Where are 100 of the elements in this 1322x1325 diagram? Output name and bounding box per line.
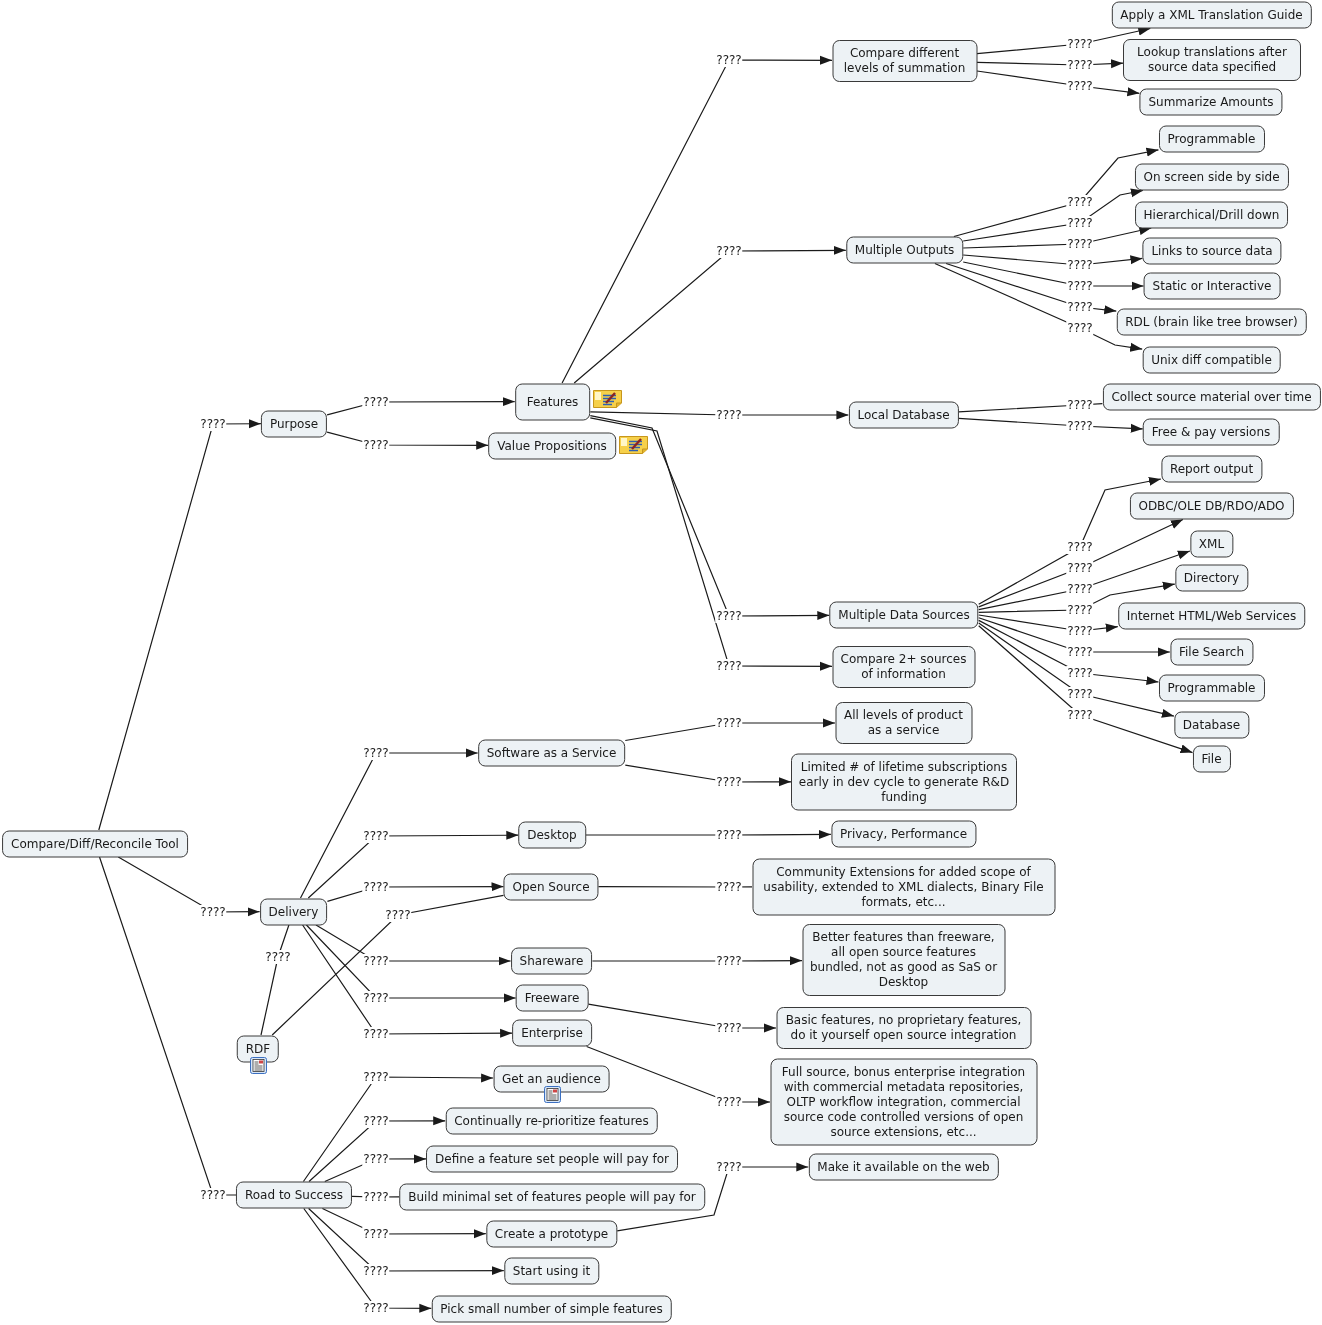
edge-label: ???? bbox=[362, 746, 390, 760]
topic-box bbox=[518, 821, 586, 849]
connector-arrow bbox=[98, 419, 262, 831]
topic-box bbox=[260, 410, 328, 437]
topic-text: File Search bbox=[1178, 644, 1245, 660]
topic-box bbox=[510, 947, 593, 975]
edge-label: ???? bbox=[362, 1027, 390, 1041]
edge-label: ???? bbox=[362, 1301, 390, 1315]
topic-text: Desktop bbox=[527, 827, 577, 843]
topic-box bbox=[1192, 745, 1231, 773]
topic-box bbox=[1158, 125, 1265, 153]
edge-label: ???? bbox=[1066, 687, 1094, 701]
edge-label: ???? bbox=[715, 244, 743, 258]
topic-box bbox=[236, 1035, 280, 1062]
topic-box bbox=[515, 984, 589, 1012]
edge-label: ???? bbox=[264, 950, 292, 964]
connector-arrow bbox=[299, 748, 479, 899]
topic-box bbox=[1158, 674, 1265, 702]
edge-label: ???? bbox=[1066, 58, 1094, 72]
topic-text: Purpose bbox=[269, 416, 319, 431]
topic-box bbox=[1174, 564, 1249, 592]
connector-arrow bbox=[589, 417, 833, 671]
connector-arrow bbox=[561, 55, 833, 384]
topic-text: On screen side by side bbox=[1143, 169, 1280, 185]
topic-text: Static or Interactive bbox=[1152, 278, 1272, 294]
topic-box bbox=[848, 401, 959, 429]
edge-label: ???? bbox=[715, 828, 743, 842]
edge-label: ???? bbox=[362, 880, 390, 894]
topic-box bbox=[1173, 711, 1250, 739]
edge-label: ???? bbox=[1066, 321, 1094, 335]
edge-label: ???? bbox=[1066, 398, 1094, 412]
topic-box bbox=[493, 1065, 610, 1092]
topic-text: Value Propositions bbox=[497, 438, 607, 453]
topic-text: Lookup translations after source data specified bbox=[1136, 44, 1288, 75]
topic-text: Unix diff compatible bbox=[1151, 352, 1272, 367]
central-topic-box bbox=[2, 830, 188, 857]
topic-text: Compare 2+ sources of information bbox=[839, 651, 968, 682]
topic-box bbox=[1134, 201, 1289, 228]
topic-box bbox=[832, 645, 975, 688]
edge-label: ???? bbox=[1066, 603, 1094, 617]
connector-arrow bbox=[305, 924, 517, 1003]
connector-arrow bbox=[302, 924, 513, 1038]
topic-text: Full source, bonus enterprise integration with commercial metadata repositories, OLTP workflow integration, commercial source code controlled versions of open source extensions, etc... bbox=[780, 1064, 1027, 1140]
edge-label: ???? bbox=[715, 954, 743, 968]
topic-text: Define a feature set people will pay for bbox=[435, 1151, 669, 1166]
edge-label: ???? bbox=[715, 408, 743, 422]
connector-arrow bbox=[573, 245, 847, 384]
topic-text: Make it available on the web bbox=[817, 1159, 990, 1175]
topic-box bbox=[235, 1181, 353, 1209]
edge-label: ???? bbox=[1066, 300, 1094, 314]
topic-text: Links to source data bbox=[1151, 243, 1273, 259]
edge-label: ???? bbox=[362, 1264, 390, 1278]
edge-label: ???? bbox=[1066, 540, 1094, 554]
connector-arrow bbox=[585, 829, 832, 839]
topic-text: Open Source bbox=[512, 879, 590, 894]
topic-box bbox=[752, 858, 1055, 915]
edge-label: ???? bbox=[362, 1114, 390, 1128]
edge-label: ???? bbox=[1066, 582, 1094, 596]
topic-box bbox=[802, 924, 1005, 996]
topic-text: Privacy, Performance bbox=[839, 826, 968, 842]
edge-label: ???? bbox=[1066, 419, 1094, 433]
topic-box bbox=[1139, 88, 1283, 116]
connector-arrow bbox=[315, 924, 512, 966]
topic-text: Limited # of lifetime subscriptions early in dev cycle to generate R&D funding bbox=[798, 759, 1010, 804]
topic-text: Create a prototype bbox=[494, 1226, 609, 1241]
topic-text: Database bbox=[1182, 717, 1241, 733]
topic-text: ODBC/OLE DB/RDO/ADO bbox=[1138, 498, 1285, 514]
topic-text: XML bbox=[1198, 536, 1225, 551]
edge-label: ???? bbox=[199, 905, 227, 919]
topic-text: Local Database bbox=[857, 407, 950, 423]
connector-arrow bbox=[308, 1207, 505, 1276]
topic-text: Software as a Service bbox=[486, 745, 617, 761]
topic-box bbox=[808, 1153, 999, 1181]
topic-text: Features bbox=[526, 394, 579, 409]
connector-line bbox=[260, 924, 290, 1036]
edge-label: ???? bbox=[362, 1070, 390, 1084]
topic-text: Hierarchical/Drill down bbox=[1143, 207, 1280, 222]
topic-box bbox=[770, 1058, 1037, 1146]
topic-text: Summarize Amounts bbox=[1148, 94, 1274, 110]
edge-label: ???? bbox=[1066, 708, 1094, 722]
topic-box bbox=[485, 1220, 618, 1247]
connector-arrow bbox=[978, 622, 1175, 718]
topic-box bbox=[503, 873, 599, 900]
topic-text: Shareware bbox=[519, 953, 584, 969]
topic-box bbox=[1169, 638, 1254, 666]
edge-label: ???? bbox=[362, 395, 390, 409]
edge-label: ???? bbox=[199, 1188, 227, 1202]
connector-arrow bbox=[303, 1207, 432, 1313]
topic-text: Programmable bbox=[1167, 131, 1256, 147]
edge-label: ???? bbox=[1066, 561, 1094, 575]
topic-text: Basic features, no proprietary features, do it yourself open source integration bbox=[784, 1013, 1023, 1043]
connector-arrow bbox=[978, 625, 1194, 754]
topic-box bbox=[1142, 418, 1280, 446]
topic-box bbox=[835, 702, 972, 744]
topic-box bbox=[426, 1145, 678, 1172]
topic-text: Free & pay versions bbox=[1151, 424, 1271, 440]
topic-box bbox=[1134, 163, 1289, 191]
topic-text: All levels of product as a service bbox=[843, 708, 964, 738]
connector-line bbox=[271, 894, 505, 1036]
topic-text: Report output bbox=[1169, 461, 1254, 477]
